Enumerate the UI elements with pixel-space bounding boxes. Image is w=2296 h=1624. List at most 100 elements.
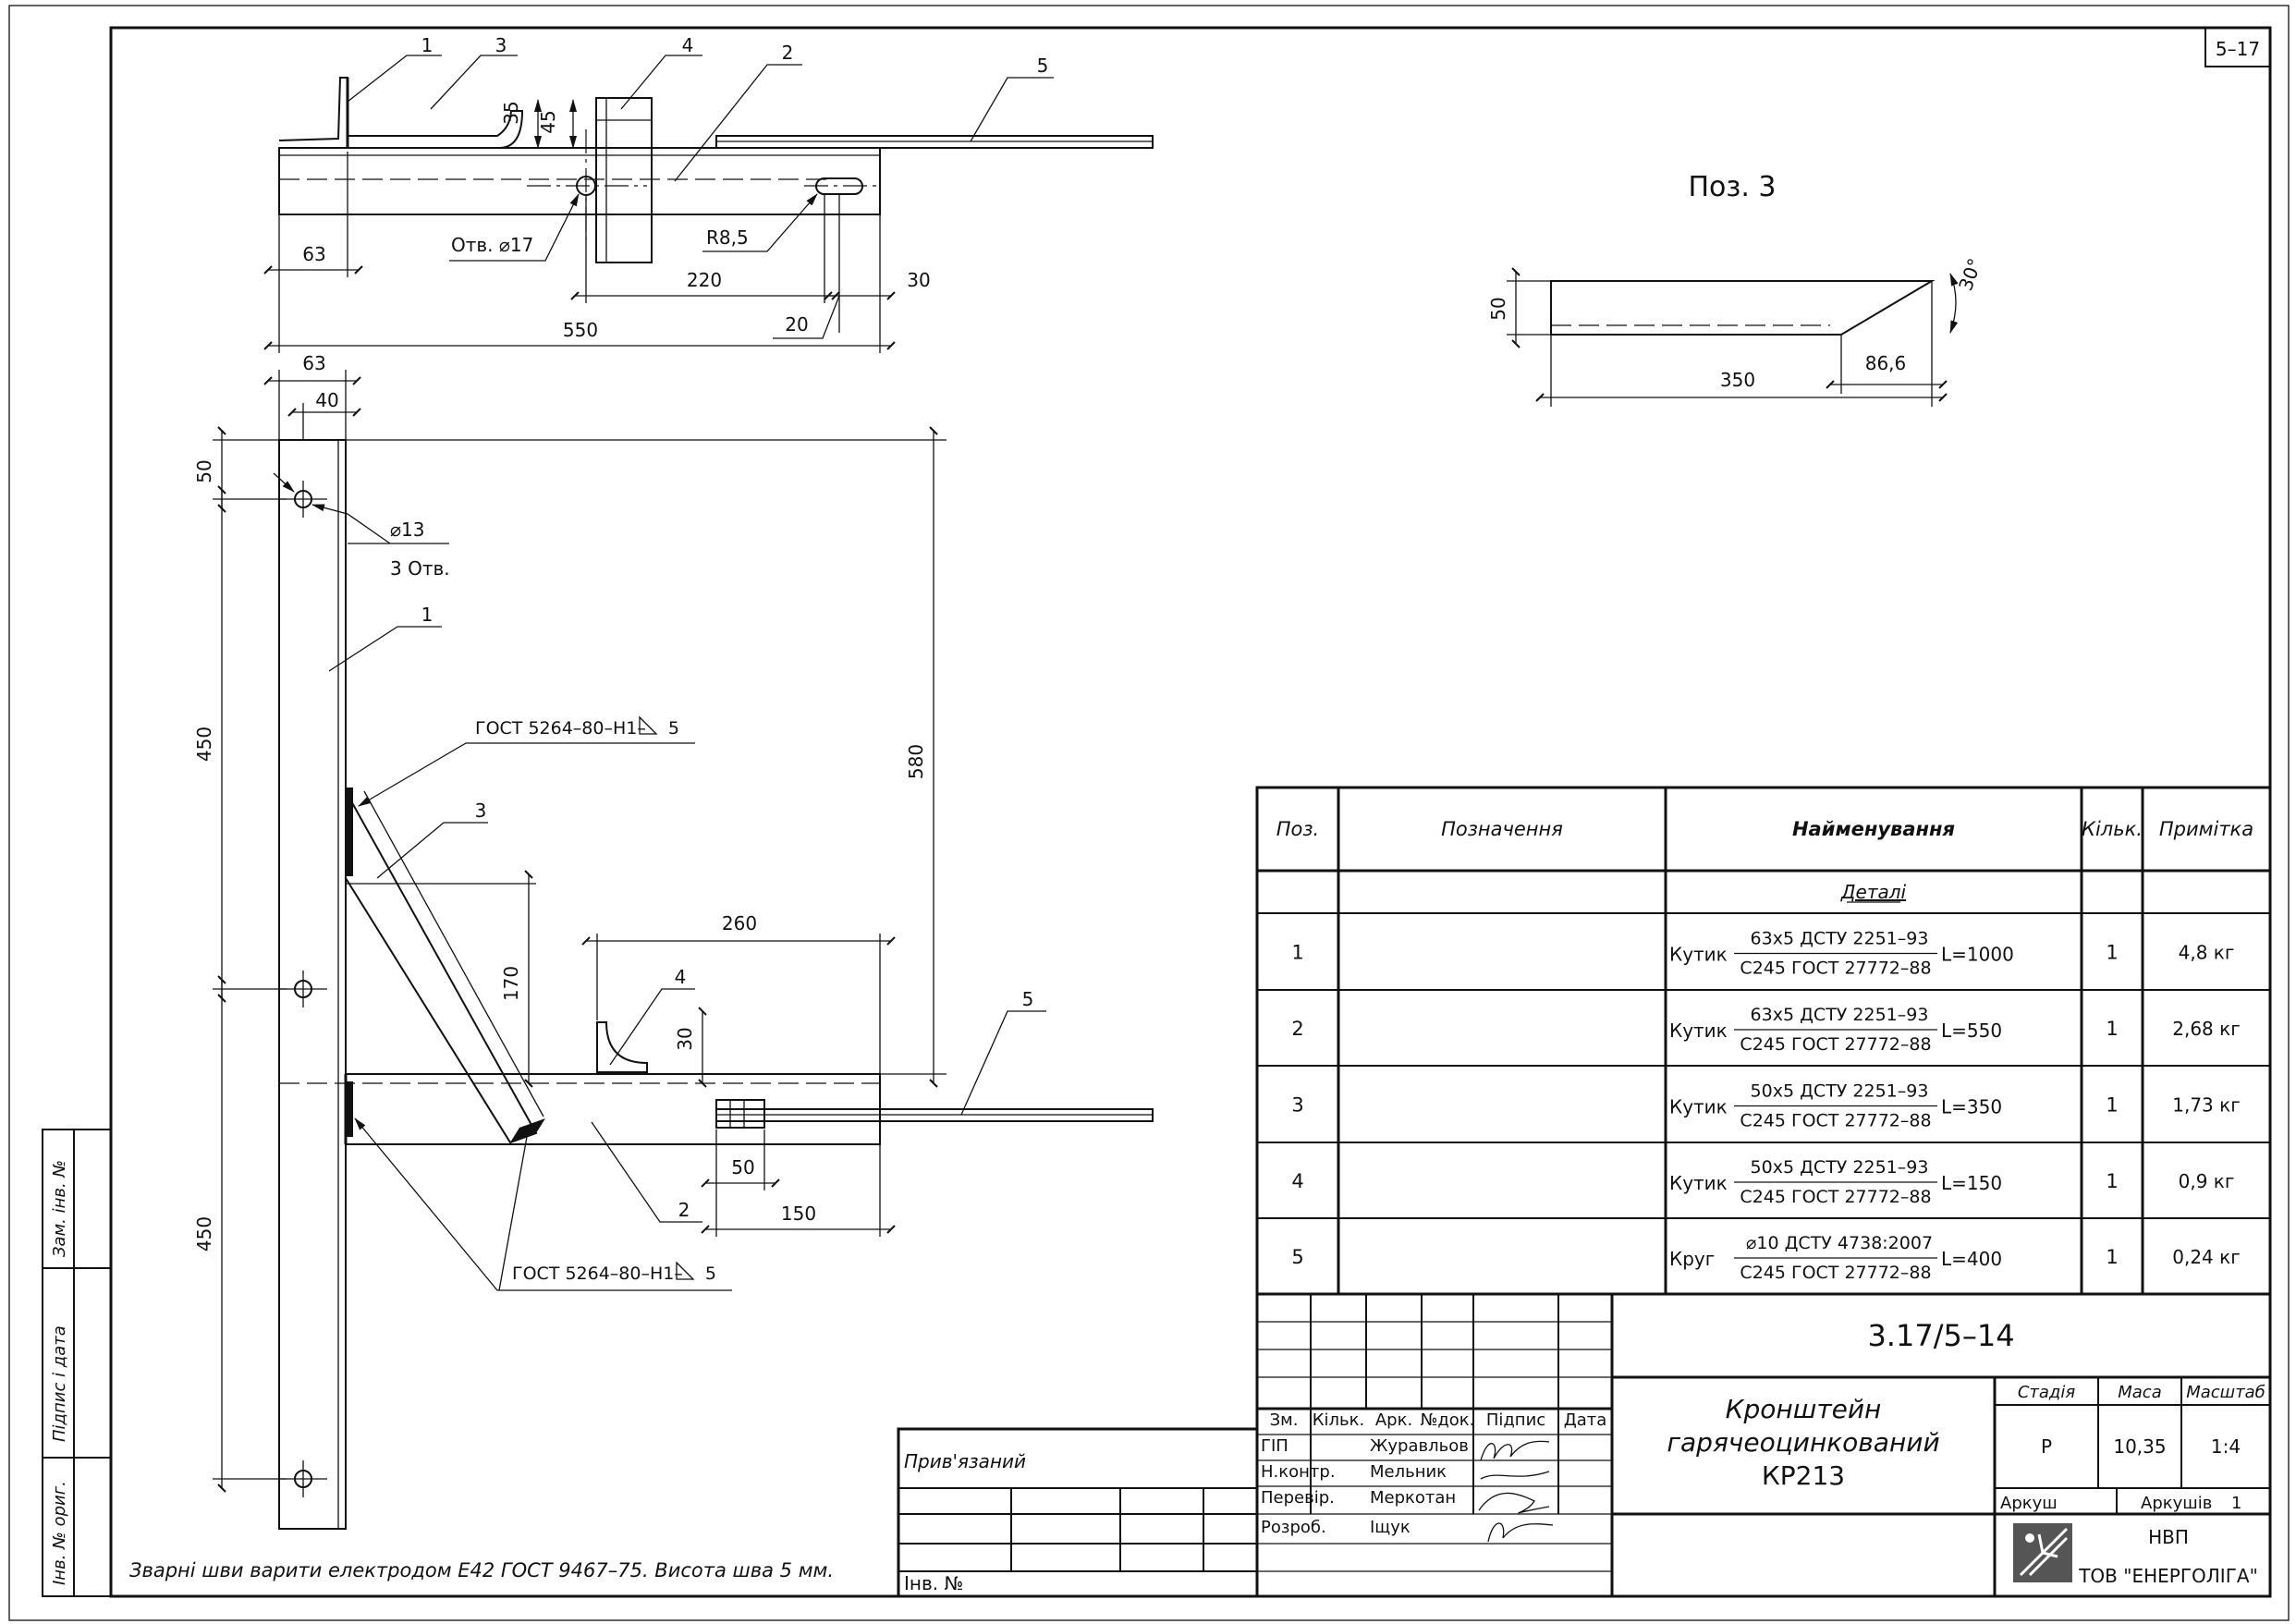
rev-header-date: Дата (1564, 1410, 1607, 1430)
top-callout-2: 2 (782, 42, 794, 64)
spec-kind: Кутик (1669, 1172, 1728, 1194)
spec-header-qty: Кільк. (2082, 818, 2143, 840)
name-developed: Іщук (1370, 1518, 1411, 1537)
spec-material: С245 ГОСТ 27772–88 (1740, 1263, 1931, 1283)
spec-profile: 63х5 ДСТУ 2251–93 (1751, 1005, 1929, 1025)
signature-ncontr (1480, 1471, 1550, 1480)
detail-dim-350: 350 (1720, 369, 1755, 391)
top-dim-30: 30 (907, 269, 930, 291)
spec-material: С245 ГОСТ 27772–88 (1740, 1034, 1931, 1055)
top-dim-63: 63 (302, 243, 325, 265)
name-ncontr: Мельник (1370, 1462, 1447, 1482)
spec-length: L=150 (1941, 1172, 2002, 1194)
spec-note: 1,73 кг (2172, 1094, 2240, 1117)
outer-frame (8, 5, 2290, 1621)
scale-value: 1:4 (2211, 1435, 2241, 1458)
side-dim-50: 50 (193, 459, 215, 482)
spec-kind: Кутик (1669, 944, 1728, 966)
doc-code: 3.17/5–14 (1867, 1318, 2014, 1353)
detail-poz-3: Поз. 3 50 350 86,6 30° (1487, 171, 1986, 407)
side-dim-170: 170 (500, 966, 522, 1001)
rev-header-sheet: Арк. (1375, 1410, 1412, 1430)
sheet-code-box: 5–17 (2204, 27, 2271, 67)
spec-length: L=400 (1941, 1248, 2002, 1270)
spec-pos: 4 (1291, 1170, 1303, 1192)
side-stamp-signature: Підпис і дата (50, 1325, 69, 1442)
spec-length: L=1000 (1941, 944, 2014, 966)
title-block: Зм. Кільк. Арк. №док. Підпис Дата ГІП Жу… (1255, 1292, 2272, 1598)
weld-symbol-upper: ГОСТ 5264–80–Н1–5 (475, 718, 679, 739)
side-callout-1: 1 (421, 604, 434, 626)
spec-pos: 1 (1291, 942, 1303, 964)
product-name-line3: КР213 (1762, 1460, 1845, 1491)
role-gip: ГІП (1261, 1436, 1288, 1456)
weld-symbol-lower: ГОСТ 5264–80–Н1–5 (512, 1264, 716, 1284)
top-callout-3: 3 (495, 34, 507, 56)
spec-material: С245 ГОСТ 27772–88 (1740, 1111, 1931, 1131)
top-hole-label: Отв. ⌀17 (451, 234, 533, 256)
detail-dim-86: 86,6 (1865, 352, 1907, 374)
top-view: 1 3 4 2 5 Отв. ⌀17 R8,5 35 45 63 220 30 … (263, 34, 1154, 353)
side-dim-150: 150 (781, 1203, 816, 1225)
spec-kind: Круг (1669, 1248, 1715, 1270)
side-callout-5: 5 (1022, 988, 1034, 1010)
side-callout-2: 2 (678, 1199, 690, 1221)
detail-dim-50: 50 (1487, 297, 1509, 320)
side-stamp-replacement: Зам. інв. № (50, 1160, 69, 1257)
sheets-value: 1 (2231, 1494, 2241, 1513)
spec-header-pos: Поз. (1276, 818, 1319, 840)
stage-label: Стадія (2018, 1383, 2076, 1402)
top-dim-20: 20 (785, 313, 808, 336)
spec-note: 4,8 кг (2179, 942, 2235, 964)
spec-pos: 2 (1291, 1018, 1303, 1040)
side-dim-40: 40 (315, 389, 338, 411)
side-dim-450-lower: 450 (193, 1216, 215, 1252)
top-dim-550: 550 (563, 319, 598, 341)
company-logo (2013, 1523, 2072, 1582)
spec-header-note: Примітка (2159, 818, 2253, 840)
mass-label: Маса (2118, 1383, 2162, 1402)
inventory-label: Інв. № (904, 1572, 963, 1594)
side-dim-580: 580 (905, 744, 927, 779)
name-gip: Журавльов (1370, 1436, 1469, 1456)
spec-note: 0,9 кг (2179, 1170, 2235, 1192)
detail-angle: 30° (1954, 255, 1986, 294)
spec-table: Поз. Позначення Найменування Кільк. Прим… (1255, 786, 2272, 1296)
side-dim-50-lower: 50 (731, 1156, 754, 1178)
role-developed: Розроб. (1261, 1518, 1326, 1537)
spec-header-name: Найменування (1792, 818, 1955, 840)
spec-qty: 1 (2106, 1170, 2118, 1192)
product-name-line1: Кронштейн (1726, 1394, 1882, 1424)
detail-title: Поз. 3 (1688, 171, 1776, 203)
role-checked: Перевір. (1261, 1488, 1335, 1508)
rev-header-change: Зм. (1270, 1410, 1299, 1430)
linked-stamp: Прив'язаний Інв. № (897, 1427, 1259, 1598)
top-dim-220: 220 (687, 269, 722, 291)
spec-length: L=350 (1941, 1096, 2002, 1118)
sheet-label: Аркуш (2000, 1494, 2058, 1513)
name-checked: Меркотан (1370, 1488, 1456, 1508)
top-dim-45: 45 (537, 110, 559, 133)
spec-header-designation: Позначення (1441, 818, 1563, 840)
spec-profile: 50х5 ДСТУ 2251–93 (1751, 1157, 1929, 1178)
spec-profile: 50х5 ДСТУ 2251–93 (1751, 1081, 1929, 1102)
spec-length: L=550 (1941, 1020, 2002, 1042)
spec-pos: 3 (1291, 1094, 1303, 1117)
spec-pos: 5 (1291, 1246, 1303, 1268)
top-callout-4: 4 (682, 34, 694, 56)
inner-frame (109, 26, 2272, 1598)
side-dim-30: 30 (674, 1027, 696, 1050)
side-callout-4: 4 (675, 966, 687, 988)
side-dim-260: 260 (722, 912, 757, 934)
linked-label: Прив'язаний (904, 1450, 1026, 1472)
side-view: 63 40 ⌀13 3 Отв. 50 450 450 (193, 352, 1154, 1530)
role-ncontr: Н.контр. (1261, 1462, 1336, 1482)
spec-qty: 1 (2106, 1018, 2118, 1040)
spec-qty: 1 (2106, 1094, 2118, 1117)
side-hole-label: ⌀13 (390, 519, 425, 541)
spec-note: 0,24 кг (2172, 1246, 2240, 1268)
scale-label: Масштаб (2186, 1383, 2265, 1402)
org-line2: ТОВ "ЕНЕРГОЛІГА" (2078, 1565, 2258, 1587)
